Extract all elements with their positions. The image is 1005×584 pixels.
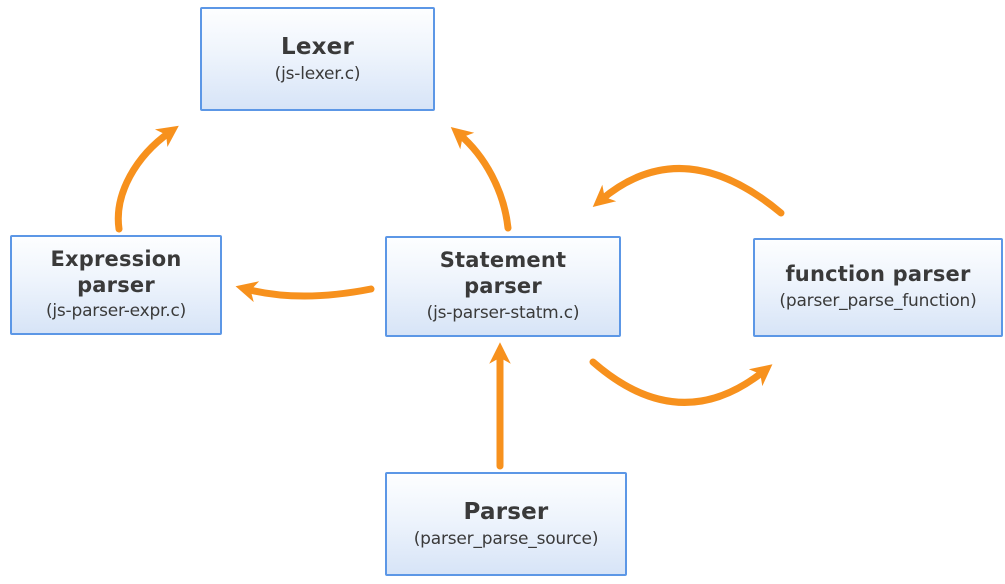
arrow-statement-parser-to-expression-parser	[235, 281, 375, 303]
node-lexer-title: Lexer	[280, 33, 355, 60]
node-statement-parser-subtitle: (js-parser-statm.c)	[426, 302, 580, 323]
node-parser-subtitle: (parser_parse_source)	[413, 528, 599, 549]
node-function-parser: function parser (parser_parse_function)	[753, 238, 1003, 337]
node-statement-parser-title: Statement parser	[439, 248, 567, 299]
node-parser: Parser (parser_parse_source)	[385, 472, 627, 576]
node-lexer-subtitle: (js-lexer.c)	[274, 63, 361, 84]
arrow-function-parser-to-statement-parser	[592, 164, 785, 217]
arrow-expression-parser-to-lexer	[114, 125, 179, 233]
node-parser-title: Parser	[463, 498, 549, 525]
arrow-statement-parser-to-function-parser	[589, 358, 773, 406]
node-function-parser-subtitle: (parser_parse_function)	[779, 290, 977, 311]
node-expression-parser-subtitle: (js-parser-expr.c)	[45, 301, 187, 322]
node-function-parser-title: function parser	[785, 262, 971, 287]
node-expression-parser-title: Expression parser	[50, 246, 182, 297]
arrow-statement-parser-to-lexer	[450, 127, 512, 232]
node-statement-parser: Statement parser (js-parser-statm.c)	[385, 236, 621, 337]
node-expression-parser: Expression parser (js-parser-expr.c)	[10, 235, 222, 335]
node-lexer: Lexer (js-lexer.c)	[200, 7, 435, 111]
